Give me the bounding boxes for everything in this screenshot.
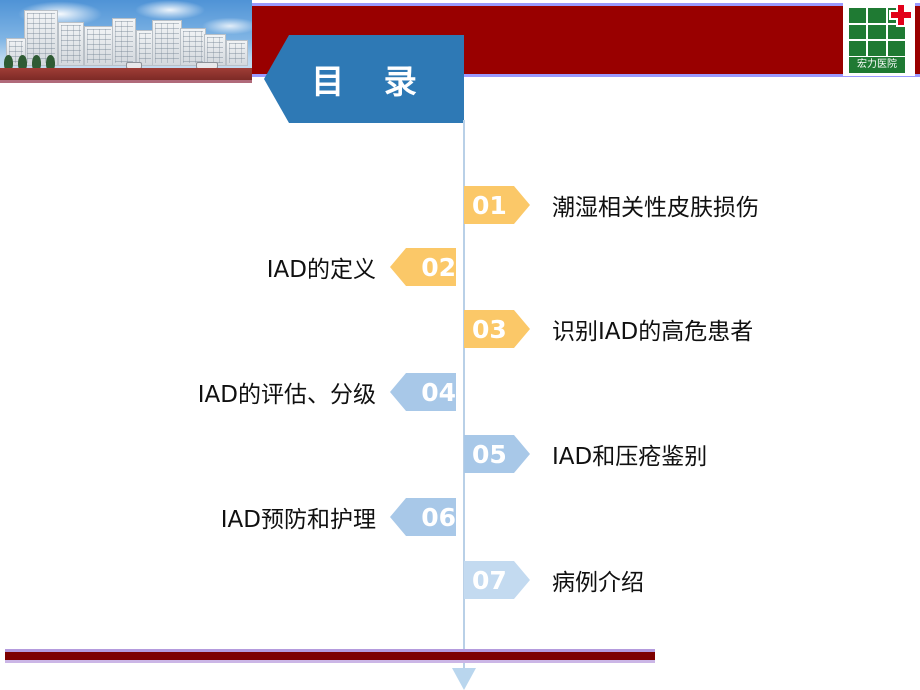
photo-tree [4, 55, 13, 70]
red-cross-icon [889, 3, 913, 27]
timeline-spine [463, 120, 465, 675]
photo-building [112, 18, 136, 66]
toc-number-badge: 07 [464, 561, 530, 599]
photo-tree [46, 55, 55, 70]
toc-item-01[interactable]: 01 潮湿相关性皮肤损伤 [464, 186, 759, 224]
toc-item-03[interactable]: 03 识别IAD的高危患者 [464, 310, 753, 348]
photo-building [204, 34, 226, 66]
toc-item-02[interactable]: 02 IAD的定义 [267, 248, 464, 286]
photo-ground-strip [0, 68, 252, 80]
logo-name: 宏力医院 [849, 57, 905, 73]
down-triangle-icon [452, 668, 476, 690]
toc-number-badge: 04 [390, 373, 456, 411]
slide-header: 宏力医院 目 录 [0, 0, 920, 123]
photo-building [136, 30, 154, 66]
hospital-logo: 宏力医院 [843, 2, 915, 76]
toc-number-badge: 01 [464, 186, 530, 224]
toc-item-label: 潮湿相关性皮肤损伤 [552, 195, 759, 221]
toc-item-label: 识别IAD的高危患者 [552, 319, 754, 345]
photo-tree [18, 55, 27, 70]
photo-building [152, 20, 182, 66]
toc-number-badge: 03 [464, 310, 530, 348]
page-title: 目 录 [264, 35, 464, 123]
photo-building [58, 22, 84, 66]
toc-item-label: IAD和压疮鉴别 [552, 444, 708, 470]
toc-number-badge: 02 [390, 248, 456, 286]
toc-item-label: IAD预防和护理 [220, 507, 376, 533]
toc-item-06[interactable]: 06 IAD预防和护理 [221, 498, 464, 536]
hospital-building-photo [0, 0, 252, 83]
footer-bar [5, 649, 655, 663]
toc-item-04[interactable]: 04 IAD的评估、分级 [198, 373, 464, 411]
photo-tree [32, 55, 41, 70]
toc-item-label: 病例介绍 [552, 570, 644, 596]
toc-number-badge: 06 [390, 498, 456, 536]
photo-building [84, 26, 114, 66]
photo-building [226, 40, 248, 66]
toc-number-badge: 05 [464, 435, 530, 473]
toc-item-05[interactable]: 05 IAD和压疮鉴别 [464, 435, 707, 473]
toc-item-label: IAD的评估、分级 [197, 382, 376, 408]
toc-item-label: IAD的定义 [266, 257, 376, 283]
toc-item-07[interactable]: 07 病例介绍 [464, 561, 644, 599]
